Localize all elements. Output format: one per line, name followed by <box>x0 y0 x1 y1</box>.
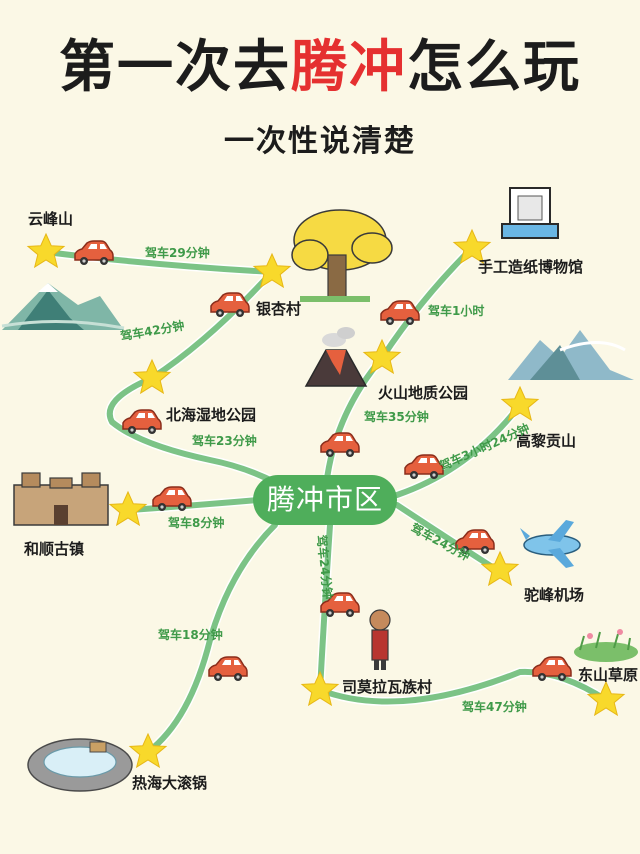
wa-villager-illustration <box>369 609 391 670</box>
star-heshun <box>109 491 147 526</box>
ginkgo-tree-illustration <box>291 209 393 302</box>
car-center-huoshan <box>320 432 360 458</box>
route-center-gaoligong <box>394 402 523 498</box>
route-simola-dongshan <box>317 668 609 705</box>
star-tuofeng <box>481 551 519 586</box>
drive-time-yunfeng-yinxing: 驾车29分钟 <box>145 246 210 260</box>
page-title: 第一次去腾冲怎么玩 <box>0 22 640 103</box>
place-label-gaoligong: 高黎贡山 <box>516 432 577 450</box>
place-label-huoshan: 火山地质公园 <box>378 384 469 402</box>
drive-time-beihai-center: 驾车23分钟 <box>192 434 257 448</box>
airplane-illustration <box>520 520 581 568</box>
place-label-rehai: 热海大滚锅 <box>132 774 208 792</box>
car-center-rehai <box>208 656 248 682</box>
place-label-heshun: 和顺古镇 <box>24 540 85 558</box>
title-part1: 第一次去 <box>59 35 291 100</box>
place-label-yinxingcun: 银杏村 <box>256 300 302 318</box>
ancient-town-illustration <box>13 472 109 526</box>
mountain-illustration-left <box>1 283 125 330</box>
route-yinxing-beihai <box>149 269 275 381</box>
place-label-simola: 司莫拉瓦族村 <box>342 678 433 696</box>
route-beihai-center <box>106 375 303 500</box>
route-center-rehai <box>145 522 278 755</box>
place-label-beihai: 北海湿地公园 <box>166 406 257 424</box>
star-yunfengshan <box>27 233 65 268</box>
drive-time-center-heshun: 驾车8分钟 <box>168 516 225 530</box>
car-huoshan-shougong <box>380 300 420 326</box>
route-heshun-center <box>127 497 261 513</box>
star-dongshan <box>587 681 625 716</box>
mountain-illustration-right <box>508 330 634 380</box>
car-beihai-center <box>122 409 162 435</box>
drive-time-simola-dongshan: 驾车47分钟 <box>462 700 527 714</box>
hot-spring-illustration <box>27 738 133 792</box>
drive-time-center-rehai: 驾车18分钟 <box>158 628 223 642</box>
place-label-tuofeng: 驼峰机场 <box>524 586 585 604</box>
place-label-yunfengshan: 云峰山 <box>28 210 74 228</box>
title-part2: 怎么玩 <box>407 35 581 100</box>
volcano-illustration <box>304 327 368 387</box>
drive-time-center-huoshan: 驾车35分钟 <box>364 410 429 424</box>
place-label-dongshan: 东山草原 <box>578 666 639 684</box>
museum-box-illustration <box>501 187 559 239</box>
page-subtitle: 一次性说清楚 <box>224 124 416 159</box>
drive-time-huoshan-shougong: 驾车1小时 <box>428 304 485 318</box>
route-yunfeng-yinxing <box>43 249 275 275</box>
grassland-illustration <box>574 629 638 662</box>
star-simola <box>301 671 339 706</box>
title-highlight: 腾冲 <box>291 35 407 100</box>
route-huoshan-shougong <box>379 245 475 361</box>
center-city-badge: 腾冲市区 <box>253 475 397 525</box>
place-label-shougong: 手工造纸博物馆 <box>478 258 584 276</box>
